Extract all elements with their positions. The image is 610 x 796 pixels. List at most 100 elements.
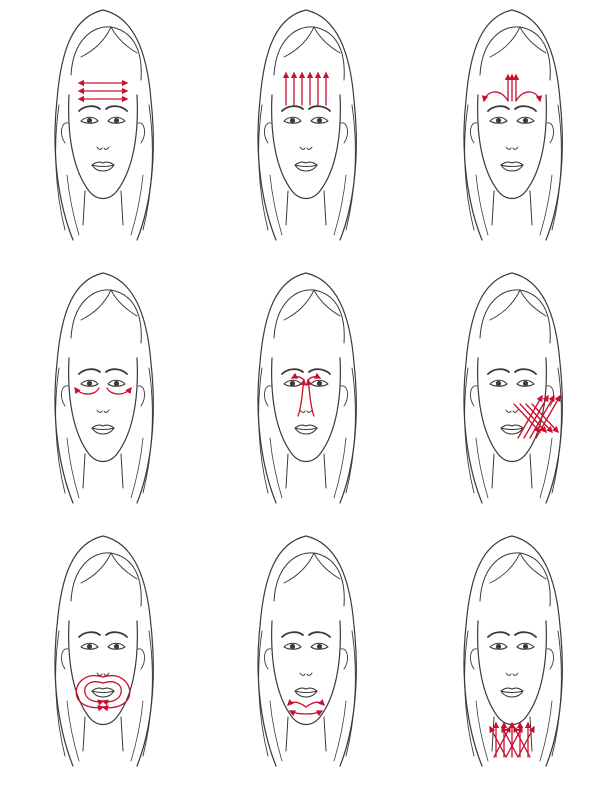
face-forehead-horizontal-arrows [55, 10, 153, 240]
hair-strand-right [143, 368, 152, 493]
face-brow-arch-arrows [464, 10, 562, 240]
upper-lip [295, 162, 317, 165]
ear-right [341, 123, 348, 143]
pupil-right [523, 118, 528, 123]
pupil-right [114, 644, 119, 649]
lip-line [295, 691, 317, 693]
upper-lip [92, 425, 114, 428]
pupil-right [317, 118, 322, 123]
ear-left [264, 386, 271, 406]
eyebrow-right [106, 369, 127, 374]
pupil-right [523, 644, 528, 649]
hair-strand-left-inner [270, 438, 282, 498]
hairline [480, 290, 550, 343]
hair-part-left [490, 27, 520, 57]
hair-part-left [490, 290, 520, 320]
hairline [274, 27, 344, 80]
hair-part-left [284, 553, 314, 583]
hair-strand-right-inner [334, 701, 346, 761]
eyebrow-right [309, 369, 330, 374]
pupil-left [290, 381, 295, 386]
hair-strand-left-inner [476, 175, 488, 235]
eyebrow-left [79, 369, 100, 374]
under-eye-arrow-left [75, 388, 99, 394]
neck-right [530, 454, 532, 488]
ear-left [264, 123, 271, 143]
lip-line [92, 428, 114, 430]
eyebrow-left [488, 106, 509, 111]
lip-line [92, 691, 114, 693]
face-cheek-crosshatch [464, 273, 562, 503]
ear-right [547, 649, 554, 669]
nostril-right [307, 147, 312, 149]
hair-strand-left-inner [67, 701, 79, 761]
eyebrow-left [79, 106, 100, 111]
brow-arch-arrow-left [484, 92, 508, 101]
hairline [274, 290, 344, 343]
ear-left [61, 649, 68, 669]
nostril-left [300, 673, 305, 675]
neck-right [530, 191, 532, 225]
cheek-crosshatch-arrows [514, 396, 560, 438]
ear-right [138, 649, 145, 669]
under-eye-arrow-right [107, 388, 131, 394]
hair-strand-right [143, 631, 152, 756]
hair-strand-right-inner [334, 438, 346, 498]
hair-strand-right [552, 105, 561, 230]
nostril-right [104, 410, 109, 412]
ear-left [264, 649, 271, 669]
pupil-right [317, 381, 322, 386]
lip-line [501, 428, 523, 430]
nose-arrow-brow-left [292, 377, 304, 380]
hair-part-left [284, 290, 314, 320]
nostril-right [307, 410, 312, 412]
nostril-left [506, 410, 511, 412]
eyebrow-left [282, 106, 303, 111]
hair-part-left [490, 553, 520, 583]
nostril-right [513, 147, 518, 149]
ear-right [547, 123, 554, 143]
ear-left [61, 386, 68, 406]
face-mouth-circular-arrows [55, 536, 153, 766]
pupil-left [496, 381, 501, 386]
pupil-right [114, 381, 119, 386]
eyebrow-right [515, 369, 536, 374]
neck-right [324, 454, 326, 488]
eyebrow-right [515, 106, 536, 111]
upper-lip [501, 425, 523, 428]
face-forehead-upward-arrows [258, 10, 356, 240]
face-neck-crosshatch [464, 536, 562, 766]
neck-crosshatch-arrows [490, 723, 534, 757]
hair-strand-right [143, 105, 152, 230]
face-under-eye-arcs [55, 273, 153, 503]
hair-strand-left-inner [270, 175, 282, 235]
hairline [480, 553, 550, 606]
ear-left [470, 386, 477, 406]
lip-line [295, 428, 317, 430]
nostril-left [300, 410, 305, 412]
hair-strand-right-inner [334, 175, 346, 235]
lip-line [501, 165, 523, 167]
upper-lip [501, 162, 523, 165]
hairline [71, 553, 141, 606]
ear-left [61, 123, 68, 143]
hairline [480, 27, 550, 80]
chin-arrows [288, 702, 324, 714]
nostril-right [104, 147, 109, 149]
cheek-hatch-arrow [530, 396, 554, 438]
pupil-left [496, 644, 501, 649]
lip-line [92, 165, 114, 167]
eyebrow-left [79, 632, 100, 637]
hair-strand-right [552, 631, 561, 756]
chin-arrow-right [306, 702, 324, 707]
eyebrow-right [515, 632, 536, 637]
nose-arrows [292, 377, 320, 416]
hair-strand-right [346, 368, 355, 493]
upper-lip [92, 162, 114, 165]
neck-left [286, 717, 288, 751]
ear-right [341, 649, 348, 669]
nose-arrow-brow-right [308, 377, 320, 380]
pupil-right [317, 644, 322, 649]
